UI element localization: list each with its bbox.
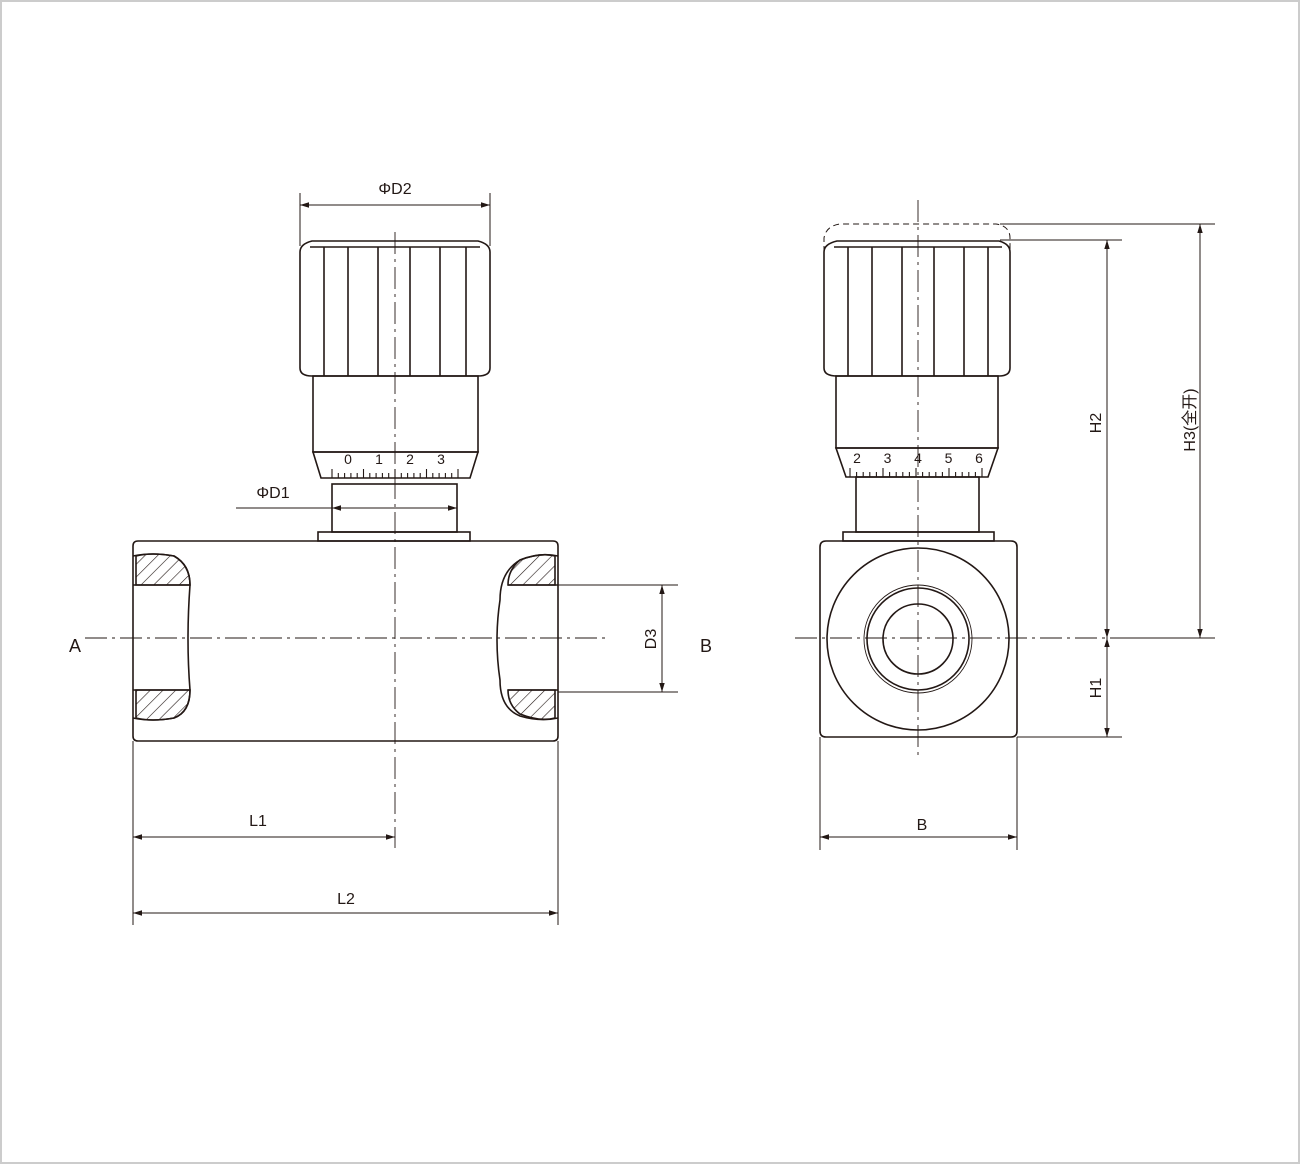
front-body (132, 540, 559, 742)
front-scale-ticks (331, 469, 459, 478)
scale-number: 2 (406, 451, 414, 467)
front-knob-ridges (323, 247, 467, 376)
scale-number: 4 (914, 450, 922, 466)
label-h2: H2 (1088, 413, 1105, 434)
right-top-thread-hatch (507, 553, 556, 586)
label-width-b: B (917, 817, 928, 834)
right-bottom-thread-hatch (507, 689, 556, 721)
left-bottom-thread-hatch (135, 689, 191, 721)
front-knob (299, 240, 491, 377)
front-base-plate (317, 531, 471, 542)
scale-number: 3 (437, 451, 445, 467)
label-h3: H3(全开) (1181, 388, 1199, 451)
side-knob (823, 240, 1011, 377)
side-knob-ridges (847, 247, 989, 376)
side-dimensions (819, 223, 1215, 850)
front-shaft (312, 375, 479, 453)
label-d3: D3 (643, 629, 660, 650)
left-top-thread-hatch (135, 553, 191, 586)
label-l1: L1 (249, 813, 267, 830)
scale-number: 2 (853, 450, 861, 466)
scale-number: 3 (884, 450, 892, 466)
scale-number: 0 (344, 451, 352, 467)
side-view (795, 200, 1130, 758)
scale-number: 5 (945, 450, 953, 466)
side-stem (855, 476, 980, 533)
label-port-a: A (69, 636, 81, 656)
front-view (85, 232, 605, 848)
side-base-plate (842, 531, 995, 542)
scale-number: 6 (975, 450, 983, 466)
label-d1: ΦD1 (256, 485, 289, 502)
scale-number: 1 (375, 451, 383, 467)
side-knob-fully-open-outline (823, 223, 1011, 252)
front-scale-numbers: 0 1 2 3 (344, 451, 445, 467)
label-port-b: B (700, 636, 712, 656)
label-h1: H1 (1088, 678, 1105, 699)
side-shaft (835, 375, 999, 449)
side-scale-numbers: 2 3 4 5 6 (853, 450, 983, 466)
label-l2: L2 (337, 891, 355, 908)
front-dimensions (132, 193, 678, 925)
label-d2: ΦD2 (378, 181, 411, 198)
side-scale-ticks (849, 468, 983, 477)
side-body (819, 540, 1018, 738)
